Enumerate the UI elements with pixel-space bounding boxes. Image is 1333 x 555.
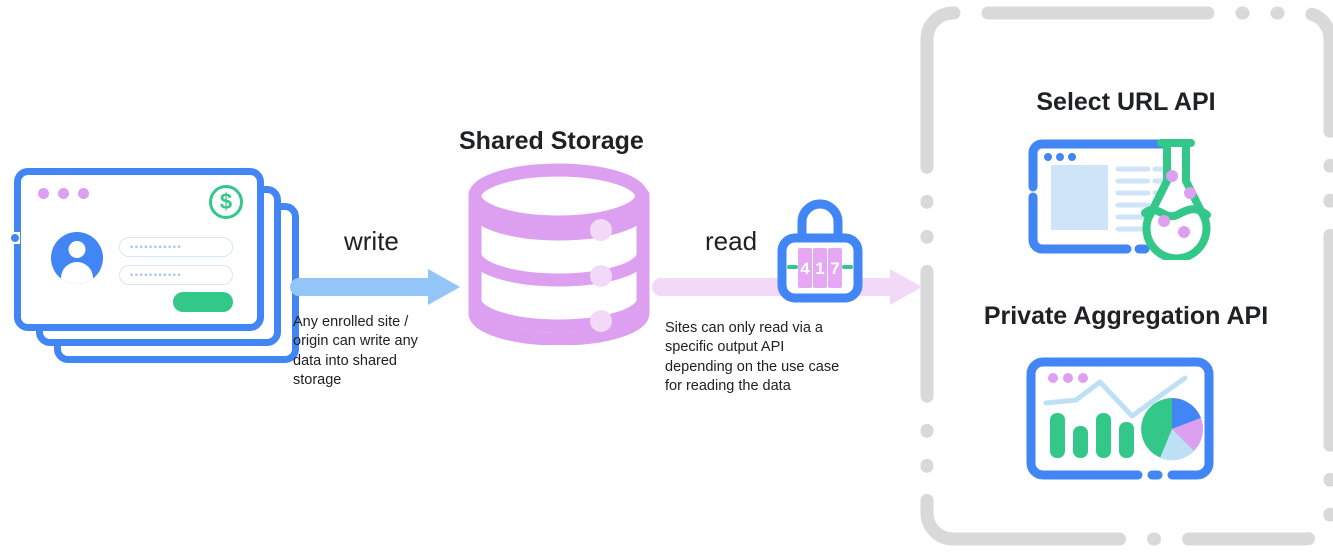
line-series	[1043, 375, 1188, 419]
credential-field-username[interactable]: •••••••••••	[119, 237, 233, 257]
read-label: read	[705, 226, 758, 256]
browser-window-flask-icon	[1028, 139, 1211, 260]
avatar-body	[61, 262, 93, 284]
avatar	[51, 232, 103, 284]
shared-storage-title: Shared Storage	[459, 127, 644, 155]
window-edge-dot-icon	[11, 234, 19, 242]
content-block	[1051, 165, 1108, 230]
dollar-badge-icon: $	[209, 185, 243, 219]
arrow-shaft	[290, 278, 430, 296]
storage-dot-icon	[590, 310, 612, 332]
database-cylinder-icon	[468, 163, 650, 345]
read-description: Sites can only read via a specific outpu…	[665, 320, 840, 394]
source-sites-stack: $ ••••••••••• •••••••••••	[10, 168, 304, 363]
storage-dot-icon	[590, 219, 612, 241]
arrow-head	[428, 269, 460, 305]
titlebar-dot-icon	[38, 188, 49, 199]
credential-field-password[interactable]: •••••••••••	[119, 265, 233, 285]
write-arrow-icon	[290, 269, 460, 305]
combination-padlock-icon: 4 1 7	[777, 199, 863, 303]
padlock-digit: 4	[800, 259, 810, 278]
titlebar-dots	[38, 188, 89, 199]
submit-button[interactable]	[173, 292, 233, 312]
private-aggregation-api-title: Private Aggregation API	[983, 302, 1269, 330]
pie-series	[1141, 398, 1204, 461]
padlock-dials	[798, 248, 842, 288]
titlebar-dot-icon	[78, 188, 89, 199]
padlock-digit: 1	[815, 259, 824, 278]
browser-window-front: $ ••••••••••• •••••••••••	[14, 168, 264, 331]
avatar-head	[68, 241, 86, 258]
titlebar-dots	[1044, 153, 1076, 161]
write-label: write	[344, 226, 399, 256]
field-masked-value: •••••••••••	[130, 241, 183, 252]
arrow-head	[890, 269, 922, 305]
titlebar-dots	[1048, 373, 1088, 383]
padlock-digit: 7	[830, 259, 839, 278]
flask-bubbles	[1158, 170, 1196, 238]
dashboard-charts-icon	[1026, 357, 1214, 480]
titlebar-dot-icon	[58, 188, 69, 199]
output-apis-panel-border	[920, 6, 1333, 546]
storage-dot-icon	[590, 265, 612, 287]
field-masked-value: •••••••••••	[130, 269, 183, 280]
bar-series	[1050, 413, 1134, 458]
select-url-api-title: Select URL API	[1036, 88, 1216, 116]
write-description: Any enrolled site / origin can write any…	[293, 314, 418, 388]
flask-shape	[1141, 139, 1211, 260]
